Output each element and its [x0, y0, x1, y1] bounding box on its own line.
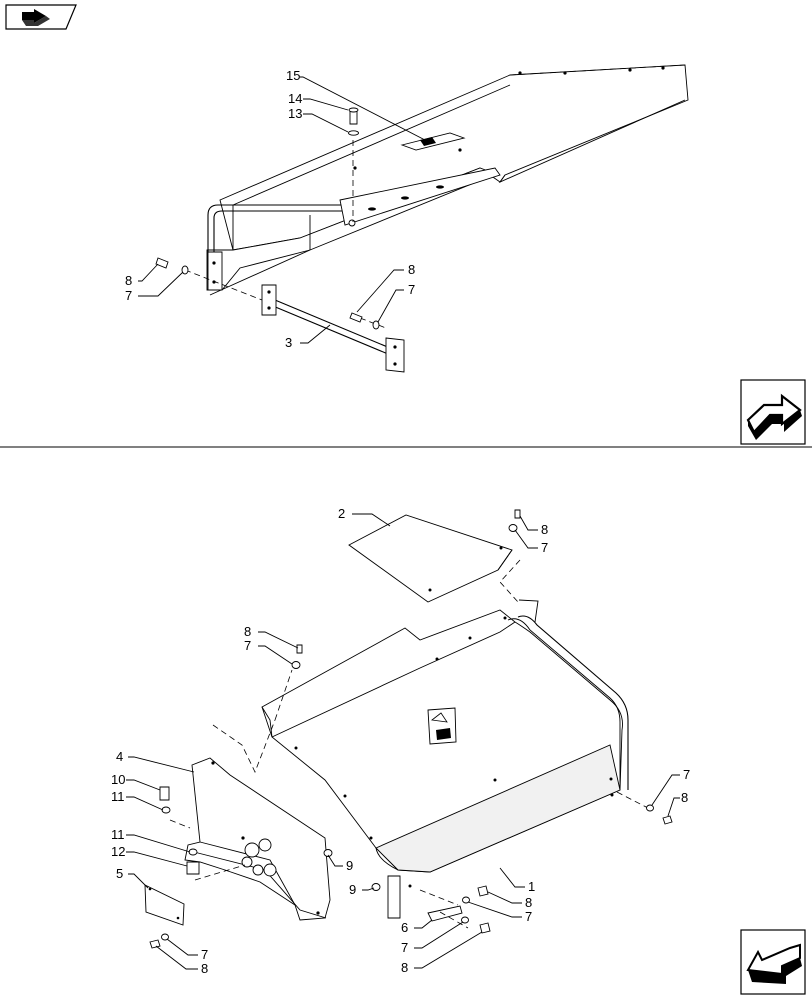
prev-arrow-icon: [746, 943, 802, 984]
callout-7-lower-a: 7: [541, 540, 548, 555]
callout-9-b: 9: [349, 882, 356, 897]
callout-2: 2: [338, 506, 345, 521]
callout-12: 12: [111, 844, 125, 859]
next-button[interactable]: [740, 379, 806, 445]
callout-11-a: 11: [111, 789, 125, 804]
callout-7-lower-b: 7: [244, 638, 251, 653]
callout-14: 14: [288, 91, 302, 106]
callout-10: 10: [111, 772, 125, 787]
callout-5: 5: [116, 866, 123, 881]
callout-9-a: 9: [346, 858, 353, 873]
back-button[interactable]: [5, 4, 77, 30]
callout-8-lower-f: 8: [201, 961, 208, 976]
lower-callouts: 2 8 7 8 7 4 10 11 11 12 5 9 9 1 8 7 6 7: [111, 506, 690, 976]
callout-7-upper-left: 7: [125, 288, 132, 303]
callout-8-upper-right: 8: [408, 262, 415, 277]
callout-8-lower-c: 8: [525, 895, 532, 910]
callout-6: 6: [401, 920, 408, 935]
callout-7-lower-f: 7: [201, 947, 208, 962]
callout-8-upper-left: 8: [125, 273, 132, 288]
callout-7-upper-right: 7: [408, 282, 415, 297]
callout-11-b: 11: [111, 827, 125, 842]
callout-4: 4: [116, 749, 123, 764]
back-arrow-icon: [22, 9, 50, 26]
upper-assembly: [155, 64, 689, 373]
callout-3: 3: [285, 335, 292, 350]
callout-8-lower-b: 8: [244, 624, 251, 639]
lower-assembly: [144, 509, 673, 949]
callout-8-lower-d: 8: [401, 960, 408, 975]
prev-button[interactable]: [740, 929, 806, 995]
upper-callouts: 15 14 13 8 7 8 7 3: [125, 68, 426, 350]
callout-15: 15: [286, 68, 300, 83]
callout-13: 13: [288, 106, 302, 121]
callout-7-lower-d: 7: [401, 940, 408, 955]
callout-7-lower-c: 7: [525, 909, 532, 924]
callout-8-lower-a: 8: [541, 522, 548, 537]
callout-1: 1: [528, 879, 535, 894]
callout-8-lower-e: 8: [681, 790, 688, 805]
next-arrow-icon: [746, 393, 802, 440]
callout-7-lower-e: 7: [683, 767, 690, 782]
